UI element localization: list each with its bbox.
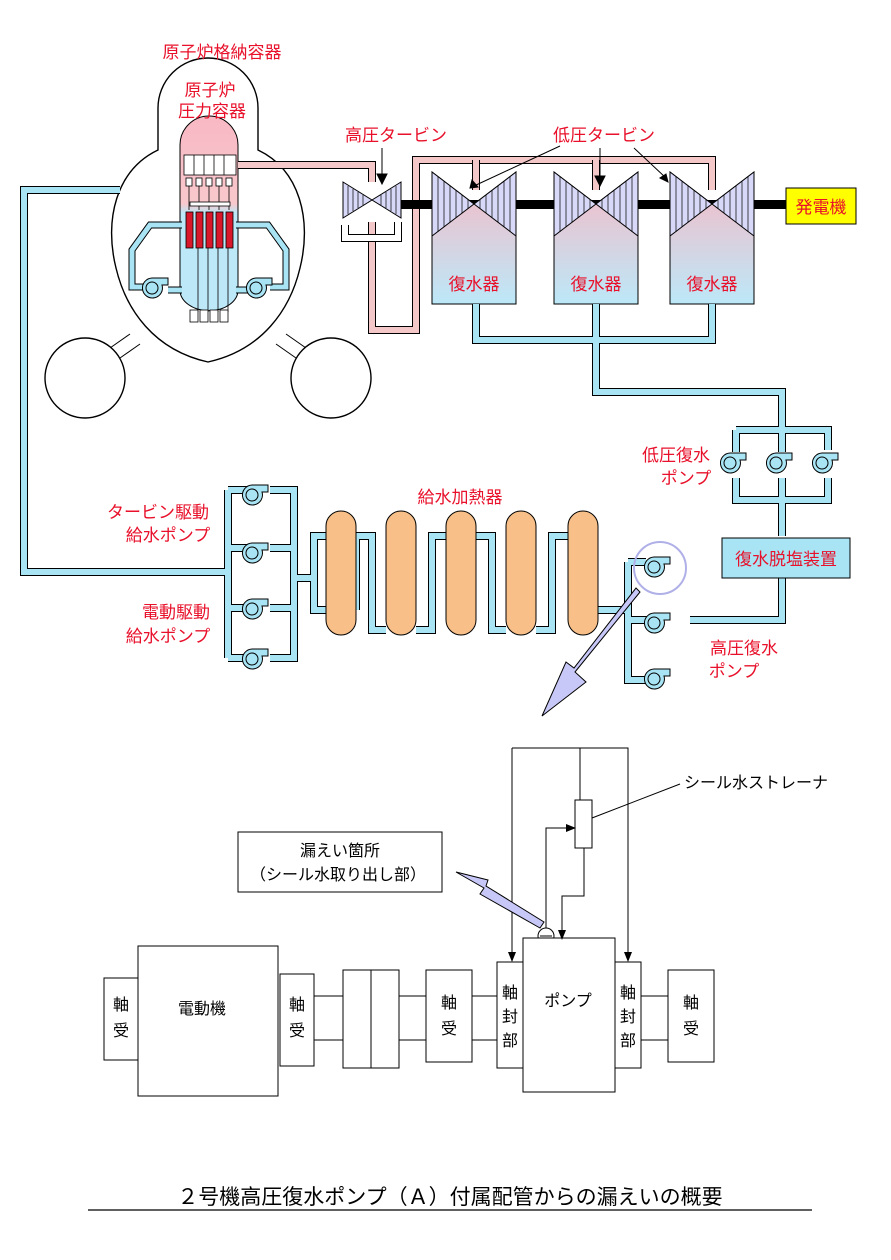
feed-heater-label: 給水加熱器	[418, 488, 503, 508]
generator: 発電機	[785, 187, 857, 225]
turbine-fw-pump-1	[241, 484, 269, 506]
zoom-arrow	[541, 587, 641, 717]
seal-left-label-b: 封	[502, 1007, 518, 1026]
recirculation-loops	[128, 221, 290, 299]
lp-condensate-pump-1	[719, 452, 747, 474]
motor-fw-pump-1	[241, 598, 269, 620]
turbine-fw-pump-2	[241, 542, 269, 564]
hp-condensate-pump-b	[643, 612, 671, 634]
turbine-fw-pump-label-1: タービン駆動	[107, 503, 209, 523]
feedwater-heaters	[325, 510, 599, 636]
hp-condensate-pump-a	[643, 556, 671, 578]
lp-turbine-1	[431, 170, 517, 305]
seal-left-label-c: 部	[502, 1031, 518, 1050]
leak-arrow	[455, 871, 545, 929]
seal-right-label-c: 部	[620, 1031, 636, 1050]
turbine-fw-pump-label-2: 給水ポンプ	[126, 526, 211, 546]
lp-condensate-pump-3	[811, 452, 839, 474]
label-arrows	[376, 145, 669, 189]
seal-right-label-a: 軸	[620, 983, 636, 1002]
lp-turbine-label: 低圧タービン	[553, 126, 655, 146]
hp-cond-pump-label-1: 高圧復水	[710, 639, 778, 659]
lp-cond-pump-label-2: ポンプ	[661, 469, 712, 489]
pump-label: ポンプ	[544, 991, 592, 1010]
suppression-chamber-left	[44, 337, 126, 419]
seal-right-label-b: 封	[620, 1007, 636, 1026]
hp-cond-pump-label-2: ポンプ	[709, 662, 760, 682]
motor-fw-pump-2	[241, 648, 269, 670]
turbine-blades	[437, 176, 749, 232]
hp-condensate-pump-c	[643, 668, 671, 690]
suppression-chamber-right	[290, 337, 372, 419]
reactor-pressure-vessel	[179, 115, 239, 323]
lp-turbine-3	[669, 170, 755, 305]
demineralizer-label: 復水脱塩装置	[735, 550, 837, 570]
condenser-label-2: 復水器	[571, 275, 622, 295]
hp-turbine-label: 高圧タービン	[345, 126, 447, 146]
bearing-4-label-a: 軸	[683, 993, 699, 1012]
bearing-1-label-a: 軸	[113, 995, 129, 1014]
bearing-2-label-a: 軸	[289, 995, 305, 1014]
motor-fw-pump-label-2: 給水ポンプ	[126, 627, 211, 647]
fuel-assemblies	[185, 211, 234, 249]
condenser-label-1: 復水器	[449, 275, 500, 295]
bearing-1-label-b: 受	[113, 1021, 129, 1040]
hp-turbine	[342, 181, 402, 219]
rpv-label-2: 圧力容器	[178, 102, 246, 122]
seal-left-label-a: 軸	[502, 983, 518, 1002]
rpv-label-1: 原子炉	[185, 81, 236, 101]
motor-label: 電動機	[178, 999, 226, 1018]
lp-condensate-pump-2	[765, 452, 793, 474]
seal-strainer-label: シール水ストレーナ	[684, 773, 828, 792]
motor-fw-pump-label-1: 電動駆動	[142, 603, 210, 623]
page-title: ２号機高圧復水ポンプ（Ａ）付属配管からの漏えいの概要	[177, 1185, 722, 1209]
condenser-label-3: 復水器	[687, 275, 738, 295]
lp-cond-pump-label-1: 低圧復水	[642, 446, 710, 466]
main-steam-lines	[238, 156, 716, 334]
bearing-2-label-b: 受	[289, 1021, 305, 1040]
condensate-demineralizer: 復水脱塩装置	[721, 537, 851, 579]
leak-location-label-1: 漏えい箇所	[300, 841, 380, 860]
lp-turbine-2	[553, 170, 639, 305]
bearing-3-label-b: 受	[441, 1019, 457, 1038]
generator-label: 発電機	[796, 198, 847, 218]
bearing-3-label-a: 軸	[441, 993, 457, 1012]
containment-label: 原子炉格納容器	[163, 43, 282, 63]
detail-arrowheads	[508, 824, 632, 962]
pump-detail	[103, 747, 715, 1097]
condensate-pipes	[20, 186, 832, 684]
leak-location-label-2: （シール水取り出し部）	[250, 865, 426, 884]
highlight-circle	[633, 541, 687, 595]
bearing-4-label-b: 受	[683, 1019, 699, 1038]
